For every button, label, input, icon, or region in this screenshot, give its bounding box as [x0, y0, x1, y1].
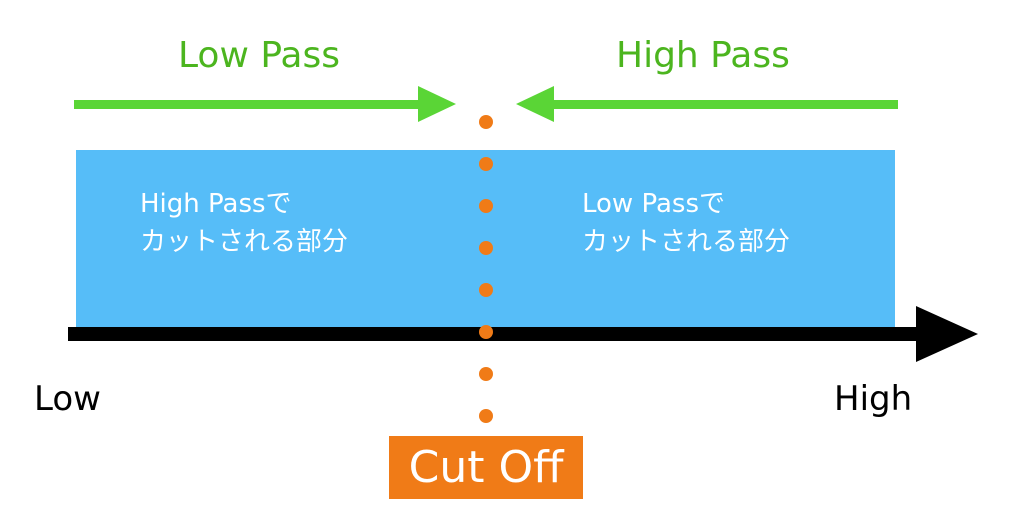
- cutoff-dotted-line: [479, 115, 493, 423]
- low-pass-arrow-head: [418, 86, 456, 122]
- region-text-line: Low Passで: [582, 189, 726, 219]
- cutoff-dot: [479, 199, 493, 213]
- cutoff-dot: [479, 115, 493, 129]
- low-pass-cut-region-text: Low Passで カットされる部分: [582, 186, 790, 261]
- cutoff-dot: [479, 283, 493, 297]
- frequency-axis-line: [68, 327, 920, 341]
- axis-high-label: High: [834, 379, 913, 419]
- high-pass-arrow-shaft: [548, 100, 898, 109]
- high-pass-label: High Pass: [616, 35, 790, 76]
- low-pass-label: Low Pass: [178, 35, 340, 76]
- frequency-axis-arrowhead: [916, 306, 978, 362]
- cutoff-dot: [479, 367, 493, 381]
- high-pass-arrow-head: [516, 86, 554, 122]
- low-pass-arrow-shaft: [74, 100, 424, 109]
- axis-low-label: Low: [34, 379, 101, 419]
- region-text-line: カットされる部分: [140, 226, 349, 257]
- cutoff-dot: [479, 325, 493, 339]
- cut-region: [76, 150, 895, 328]
- cutoff-dot: [479, 157, 493, 171]
- region-text-line: High Passで: [140, 189, 292, 219]
- cutoff-dot: [479, 409, 493, 423]
- region-text-line: カットされる部分: [582, 226, 791, 257]
- cutoff-badge: Cut Off: [389, 436, 583, 499]
- high-pass-cut-region-text: High Passで カットされる部分: [140, 186, 348, 261]
- cutoff-dot: [479, 241, 493, 255]
